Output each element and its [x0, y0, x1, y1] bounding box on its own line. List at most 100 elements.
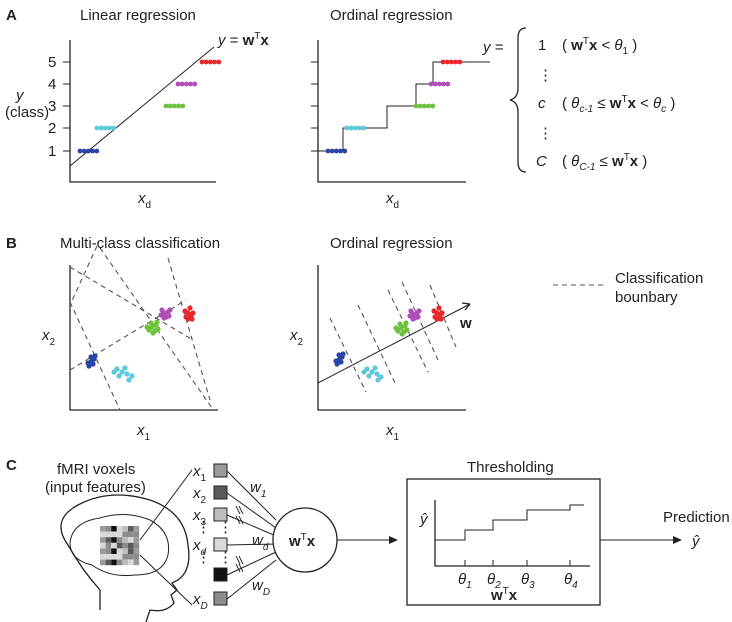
ordinal-plot-b: w x1 x2 — [289, 265, 472, 443]
class-5-point — [185, 316, 191, 322]
prediction-yhat: ŷ — [691, 533, 701, 550]
class-5-point — [434, 316, 440, 322]
voxel — [105, 526, 112, 532]
class-5-point — [431, 308, 437, 314]
voxel — [111, 559, 117, 566]
voxel — [128, 526, 134, 532]
voxels-label-2: (input features) — [45, 479, 146, 496]
class-1-point — [81, 148, 87, 154]
class-1-point — [77, 148, 83, 154]
multiclass-title: Multi-class classification — [60, 235, 220, 252]
voxel — [111, 554, 117, 560]
voxel — [122, 542, 128, 549]
class-2-point — [94, 125, 100, 131]
class-3-point — [399, 331, 405, 337]
voxel-patch — [100, 526, 140, 566]
voxel — [122, 537, 128, 543]
class-5-point — [439, 310, 445, 316]
class-3-point — [172, 103, 177, 109]
class-5-point — [212, 59, 218, 65]
class-2-point — [369, 369, 375, 375]
voxel — [100, 554, 106, 560]
class-1-point — [336, 352, 342, 358]
class-4-point — [441, 81, 446, 87]
boundary-legend: Classification bounbary — [553, 270, 703, 306]
class-5-point — [189, 316, 195, 322]
class-1-point — [86, 148, 91, 154]
class-3-point — [404, 327, 410, 333]
theta-2: θ2 — [487, 571, 501, 591]
arrow-head-1 — [389, 536, 398, 544]
tick-2: 2 — [48, 120, 56, 137]
class-2-point — [111, 125, 117, 131]
feature-square — [213, 507, 228, 522]
ordinal-data-points — [325, 59, 463, 154]
case-1-condition: ( wTx < θ1 ) — [562, 36, 637, 57]
class-1-point — [338, 359, 344, 365]
line-break-mark — [235, 555, 244, 565]
panel-a-letter: A — [6, 7, 17, 24]
case-C-condition: ( θC-1 ≤ wTx ) — [562, 152, 647, 173]
class-2-point — [357, 125, 362, 131]
class-5-point — [444, 59, 450, 65]
class-4-point — [437, 81, 442, 87]
class-1-point — [94, 148, 100, 154]
weight-line — [226, 514, 277, 537]
class-2-point — [361, 125, 367, 131]
threshold-axis-label: wTx — [490, 586, 518, 604]
class-2-point — [119, 369, 125, 375]
panel-b-letter: B — [6, 235, 17, 252]
class-2-point — [103, 125, 108, 131]
feature-square — [213, 485, 228, 500]
a-y-label-class: (class) — [5, 104, 49, 121]
class-4-point — [159, 307, 165, 313]
class-2-point — [122, 365, 128, 371]
class-3-point — [150, 330, 156, 336]
class-4-point — [445, 81, 451, 87]
class-1-point — [333, 358, 339, 364]
regression-line — [69, 46, 215, 167]
class-5-point — [182, 308, 188, 314]
class-5-point — [187, 305, 193, 311]
threshold-yhat: ŷ — [419, 511, 429, 528]
voxel — [133, 542, 140, 549]
class-5-point — [457, 59, 463, 65]
class-1-point — [88, 354, 94, 360]
class-2-point — [107, 125, 112, 131]
class-4-point — [175, 81, 181, 87]
class-2-point — [111, 369, 117, 375]
class-5-point — [216, 59, 222, 65]
a-linear-ticks — [63, 61, 70, 152]
class-1-point — [90, 361, 96, 367]
voxel — [116, 531, 123, 538]
vertical-dots: ⋮ — [196, 519, 211, 536]
class-4-point — [428, 81, 434, 87]
class-3-point — [413, 103, 419, 109]
voxel — [116, 548, 123, 554]
head-silhouette — [60, 494, 190, 622]
class-1-point — [90, 148, 95, 154]
tick-5: 5 — [48, 54, 56, 71]
feature-label: x1 — [192, 463, 207, 484]
class-2-point — [98, 125, 104, 131]
class-2-point — [353, 125, 358, 131]
linear-data-points — [77, 59, 222, 154]
class-5-point — [436, 305, 442, 311]
class-3-point — [148, 320, 154, 326]
class-1-point — [92, 353, 98, 359]
class-5-point — [453, 59, 458, 65]
vertical-dots: ⋮ — [196, 549, 211, 566]
voxel — [105, 554, 112, 560]
voxel — [116, 542, 123, 549]
class-4-point — [179, 81, 185, 87]
panel-c-letter: C — [6, 457, 17, 474]
class-1-point — [340, 351, 346, 357]
class-2-point — [116, 373, 122, 379]
voxels-label-1: fMRI voxels — [57, 461, 135, 478]
tick-3: 3 — [48, 98, 56, 115]
step-function — [318, 61, 490, 152]
class-3-point — [426, 103, 431, 109]
a-y-label: y — [15, 87, 25, 104]
mc-x2-label: x2 — [41, 327, 56, 348]
class-2-point — [372, 365, 378, 371]
